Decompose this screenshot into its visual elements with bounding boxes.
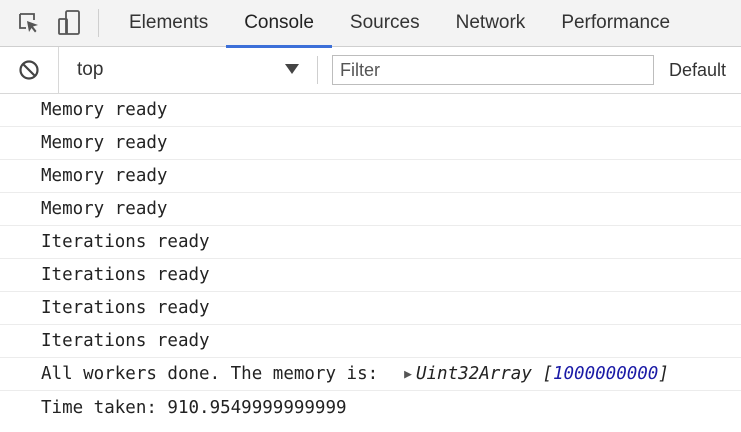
filter-input[interactable] xyxy=(332,55,654,85)
console-message: Memory ready xyxy=(0,193,741,226)
message-text: Time taken: 910.9549999999999 xyxy=(41,397,347,418)
inspect-element-icon[interactable] xyxy=(14,8,44,38)
toolbar-separator xyxy=(317,56,318,84)
message-text: Iterations ready xyxy=(41,232,210,252)
console-toolbar: top Default xyxy=(0,46,741,94)
console-message: Memory ready xyxy=(0,127,741,160)
clear-console-icon[interactable] xyxy=(0,59,58,81)
console-message: Iterations ready xyxy=(0,226,741,259)
message-text: Iterations ready xyxy=(41,331,210,351)
message-text: Memory ready xyxy=(41,199,168,219)
message-text: Iterations ready xyxy=(41,265,210,285)
console-message: All workers done. The memory is: ▶ Uint3… xyxy=(0,358,741,391)
tab-sources[interactable]: Sources xyxy=(349,12,420,33)
array-length: 1000000000 xyxy=(552,364,659,384)
console-messages: Memory ready Memory ready Memory ready M… xyxy=(0,94,741,424)
console-message: Memory ready xyxy=(0,94,741,127)
tab-performance[interactable]: Performance xyxy=(561,12,671,33)
message-text: Memory ready xyxy=(41,166,168,186)
array-close-bracket: ] xyxy=(658,364,669,384)
devtools-tabbar: Elements Console Sources Network Perform… xyxy=(0,0,741,48)
console-message: Iterations ready xyxy=(0,325,741,358)
tab-network[interactable]: Network xyxy=(455,12,526,33)
context-selector-label: top xyxy=(77,59,104,80)
message-text: Memory ready xyxy=(41,100,168,120)
log-levels-dropdown[interactable]: Default xyxy=(669,59,727,80)
array-open-bracket: [ xyxy=(542,364,553,384)
message-text: Iterations ready xyxy=(41,298,210,318)
message-text: Memory ready xyxy=(41,133,168,153)
console-message: Iterations ready xyxy=(0,259,741,292)
tab-elements[interactable]: Elements xyxy=(129,12,209,33)
console-message: Iterations ready xyxy=(0,292,741,325)
context-selector[interactable]: top xyxy=(58,46,313,94)
device-toolbar-icon[interactable] xyxy=(54,8,84,38)
console-message: Memory ready xyxy=(0,160,741,193)
tabbar-separator xyxy=(98,9,99,37)
console-message: Time taken: 910.9549999999999 xyxy=(0,391,741,424)
dropdown-arrow-icon xyxy=(285,59,299,81)
tab-console[interactable]: Console xyxy=(226,0,332,48)
expand-triangle-icon[interactable]: ▶ xyxy=(404,366,412,382)
array-type[interactable]: Uint32Array xyxy=(415,364,532,384)
message-text: All workers done. The memory is: xyxy=(41,364,379,384)
